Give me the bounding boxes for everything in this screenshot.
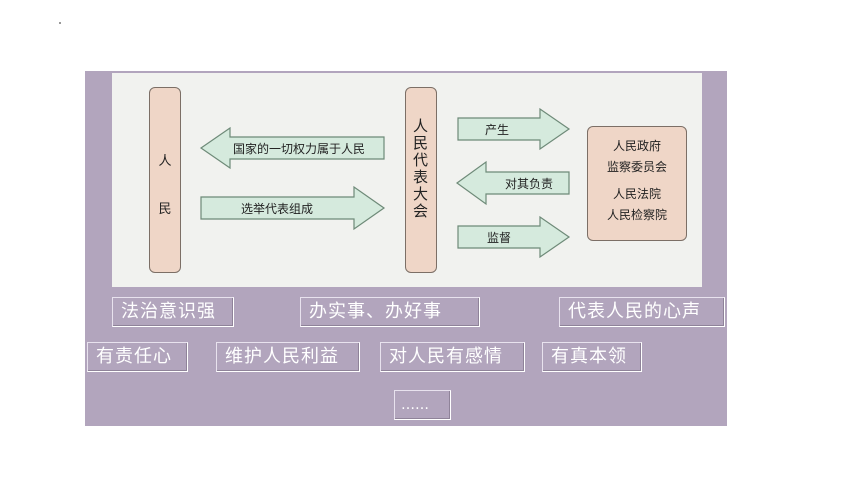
- organ-court: 人民法院: [612, 187, 661, 201]
- arrow-layer: [199, 107, 571, 259]
- quality-do-practical-things: 办实事、办好事: [300, 297, 480, 327]
- quality-real-ability: 有真本领: [542, 342, 642, 372]
- state-organs-box: 人民政府 监察委员会 人民法院 人民检察院: [587, 126, 687, 241]
- arrow-power-belongs: [199, 126, 385, 170]
- arrow-responsible: [455, 160, 570, 206]
- organ-supervisory-commission: 监察委员会: [606, 160, 667, 174]
- peoples-congress-label: 人民代表大会: [411, 118, 429, 220]
- organ-procuratorate: 人民检察院: [606, 208, 667, 222]
- arrow-supervise: [457, 215, 571, 259]
- people-char-1: 人: [158, 154, 172, 169]
- arrow-responsible-label: 对其负责: [505, 177, 554, 191]
- political-system-diagram: 人 民 人民代表大会 人民政府 监察委员会 人民法院 人民检察院 国家的一切权力…: [112, 73, 702, 287]
- arrow-supervise-label: 监督: [487, 231, 512, 245]
- people-char-2: 民: [158, 202, 172, 217]
- stray-dot: [59, 22, 61, 24]
- arrow-produce-label: 产生: [485, 123, 510, 137]
- arrow-produce: [457, 107, 571, 151]
- organ-government: 人民政府: [612, 139, 661, 153]
- arrow-elect: [200, 185, 386, 231]
- peoples-congress-box: 人民代表大会: [405, 87, 437, 273]
- arrow-elect-label: 选举代表组成: [241, 202, 314, 216]
- quality-more-ellipsis: ……: [394, 390, 451, 420]
- quality-protect-interests: 维护人民利益: [216, 342, 360, 372]
- quality-responsibility: 有责任心: [87, 342, 188, 372]
- quality-care-for-people: 对人民有感情: [380, 342, 525, 372]
- arrow-power-belongs-label: 国家的一切权力属于人民: [233, 142, 366, 156]
- people-box: 人 民: [149, 87, 181, 273]
- quality-rule-of-law: 法治意识强: [112, 297, 234, 327]
- quality-voice-of-people: 代表人民的心声: [559, 297, 725, 327]
